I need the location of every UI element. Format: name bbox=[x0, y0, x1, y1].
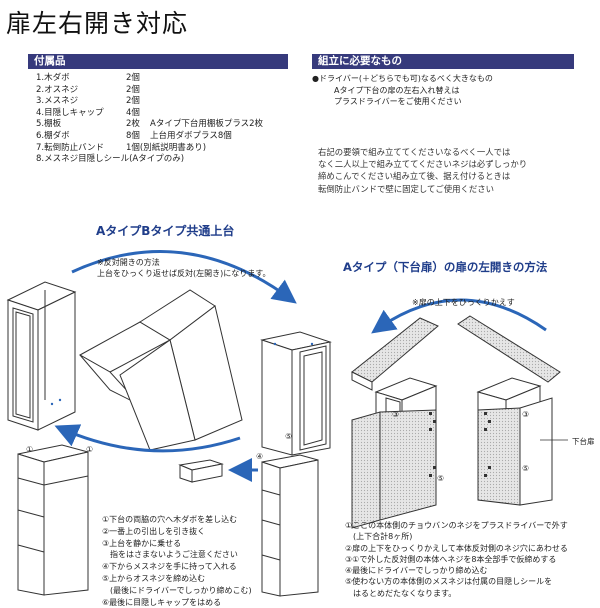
upper-cabinet-left bbox=[6, 281, 77, 431]
lower-door-cabinets bbox=[351, 315, 561, 529]
label-b5a: ⑤ bbox=[437, 474, 445, 483]
arc-arrow-bottom bbox=[54, 424, 241, 453]
label-1a: ① bbox=[26, 445, 34, 454]
section-b-note: ※扉の上下をひっくりかえす bbox=[412, 298, 515, 307]
drawer-box bbox=[178, 459, 224, 483]
section-a-steps: ①下台の両脇の穴へ木ダボを差し込む ②一番上の引出しを引き抜く ③上台を静かに乗… bbox=[102, 515, 252, 607]
label-b3b: ③ bbox=[522, 410, 530, 419]
arc-arrow-right bbox=[371, 298, 547, 334]
label-4: ④ bbox=[256, 452, 264, 461]
parts-header: 付属品 bbox=[28, 54, 288, 69]
tools-header: 組立に必要なもの bbox=[312, 54, 574, 69]
section-b-heading: Aタイプ（下台扉）の扉の左開きの方法 bbox=[343, 260, 548, 274]
section-a-heading: AタイプBタイプ共通上台 bbox=[96, 224, 235, 238]
label-1b: ① bbox=[86, 445, 94, 454]
section-b-steps: ①ここの本体側のチョウバンのネジをプラスドライバーで外す (上下合計8ヶ所) ②… bbox=[345, 521, 568, 598]
label-5: ⑤ bbox=[285, 432, 293, 441]
page-title: 扉左右開き対応 bbox=[6, 9, 189, 38]
list-item: 8.メスネジ目隠しシール(Aタイプのみ) bbox=[36, 154, 185, 165]
door-callout: 下台扉 bbox=[572, 437, 595, 446]
assembly-paragraph: 右記の要領で組み立ててくださいなるべく一人では なく二人以上で組み立ててください… bbox=[318, 147, 528, 194]
arc-arrow-top bbox=[71, 250, 297, 304]
lower-cabinet-left bbox=[17, 444, 89, 596]
tools-note: ●ドライバー(＋どちらでも可)なるべく大きなもの Aタイプ下台の扉の左右入れ替え… bbox=[312, 74, 493, 106]
assembled-cabinet bbox=[260, 331, 332, 597]
section-a-note: ※反対開きの方法 上台をひっくり返せば反対(左開き)になります。 bbox=[97, 258, 271, 278]
flipping-cabinet bbox=[78, 289, 243, 451]
label-b3a: ③ bbox=[392, 410, 400, 419]
label-b5b: ⑤ bbox=[522, 464, 530, 473]
